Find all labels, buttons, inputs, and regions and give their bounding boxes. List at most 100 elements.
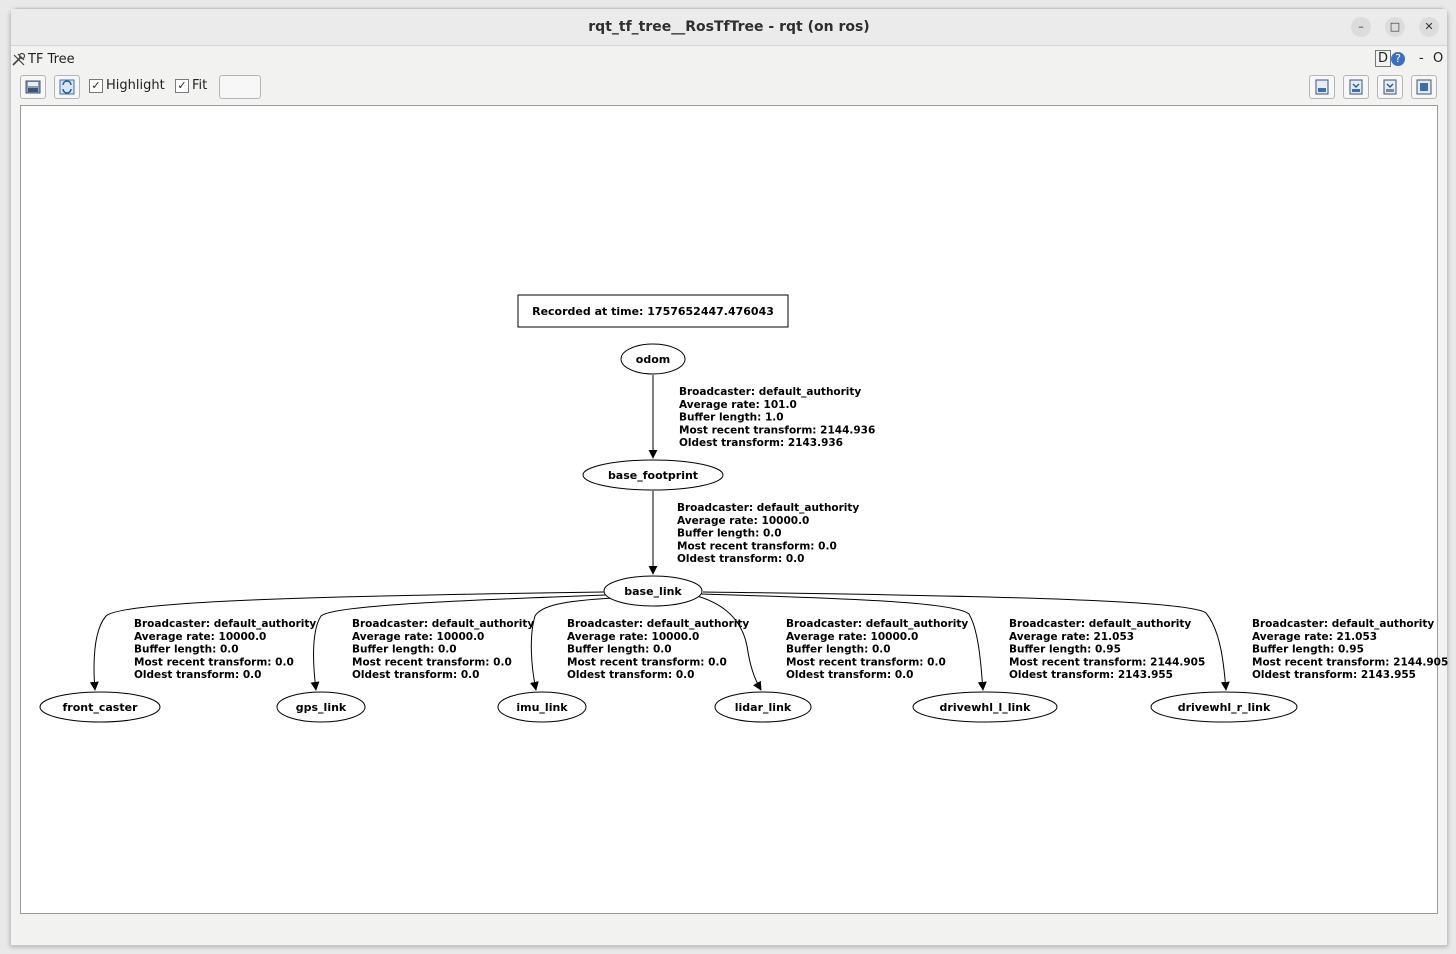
- node-lidar-link[interactable]: lidar_link: [714, 691, 812, 723]
- refresh-button[interactable]: [54, 75, 80, 99]
- edge-label-line: Oldest transform: 2143.955: [1252, 669, 1416, 681]
- app-window: rqt_tf_tree__RosTfTree - rqt (on ros) – …: [10, 8, 1448, 946]
- edge-label-line: Oldest transform: 0.0: [786, 669, 913, 681]
- edge-label-base-footprint-base-link: Broadcaster: default_authority Average r…: [677, 502, 863, 565]
- plugin-close-button[interactable]: O: [1433, 51, 1444, 66]
- save-to-file-icon: [25, 80, 41, 94]
- edge-label-base-link-front-caster: Broadcaster: default_authority Average r…: [134, 618, 320, 681]
- highlight-checkbox[interactable]: ✓: [89, 79, 103, 93]
- edge-label-line: Oldest transform: 0.0: [567, 669, 694, 681]
- node-odom[interactable]: odom: [620, 343, 686, 375]
- refresh-icon: [59, 79, 75, 95]
- window-title: rqt_tf_tree__RosTfTree - rqt (on ros): [588, 19, 870, 35]
- edge-label-line: Most recent transform: 2144.936: [679, 424, 875, 436]
- edge-label-line: Buffer length: 0.0: [677, 528, 782, 540]
- node-base-footprint[interactable]: base_footprint: [582, 459, 724, 491]
- edge-base-link-gps-link: [310, 594, 607, 691]
- edge-label-line: Broadcaster: default_authority: [567, 618, 749, 630]
- save-dot-button[interactable]: [1343, 75, 1369, 99]
- save-svg-button[interactable]: [1377, 75, 1403, 99]
- edge-label-base-link-gps-link: Broadcaster: default_authority Average r…: [352, 618, 538, 681]
- load-dot-icon: [1315, 79, 1329, 95]
- fit-checkbox[interactable]: ✓: [175, 79, 189, 93]
- close-button[interactable]: ✕: [1419, 17, 1439, 37]
- edge-label-line: Average rate: 21.053: [1009, 631, 1134, 643]
- edge-label-line: Oldest transform: 0.0: [352, 669, 479, 681]
- save-image-button[interactable]: [1411, 75, 1437, 99]
- edge-label-base-link-drivewhl-l-link: Broadcaster: default_authority Average r…: [1009, 618, 1209, 681]
- node-label-odom: odom: [636, 353, 670, 366]
- edge-label-line: Most recent transform: 2144.905: [1009, 656, 1205, 668]
- title-bar: rqt_tf_tree__RosTfTree - rqt (on ros) – …: [11, 9, 1447, 46]
- node-imu-link[interactable]: imu_link: [497, 691, 587, 723]
- edge-label-line: Average rate: 10000.0: [677, 515, 809, 527]
- plugin-d-button[interactable]: D: [1375, 50, 1392, 67]
- tf-tree-graph[interactable]: Recorded at time: 1757652447.476043 Broa…: [21, 106, 1448, 913]
- edge-label-line: Buffer length: 0.95: [1252, 644, 1364, 656]
- node-label-gps-link: gps_link: [296, 701, 347, 714]
- node-label-drivewhl-l-link: drivewhl_l_link: [940, 701, 1032, 714]
- node-front-caster[interactable]: front_caster: [39, 691, 161, 723]
- plugin-dash-button[interactable]: -: [1419, 51, 1424, 66]
- edge-label-line: Most recent transform: 0.0: [567, 656, 727, 668]
- edge-label-line: Buffer length: 0.0: [134, 644, 239, 656]
- edge-label-line: Broadcaster: default_authority: [786, 618, 968, 630]
- graph-canvas[interactable]: Recorded at time: 1757652447.476043 Broa…: [20, 105, 1448, 914]
- graph-nodes[interactable]: odom base_footprint base_link front_cast…: [39, 343, 1298, 723]
- edge-label-line: Oldest transform: 0.0: [677, 553, 804, 565]
- filter-input[interactable]: [219, 75, 261, 99]
- plugin-header: TF Tree D? - O: [11, 50, 1447, 69]
- edge-label-base-link-lidar-link: Broadcaster: default_authority Average r…: [786, 618, 972, 681]
- edge-label-line: Broadcaster: default_authority: [352, 618, 534, 630]
- node-label-imu-link: imu_link: [516, 701, 568, 714]
- edge-label-base-link-imu-link: Broadcaster: default_authority Average r…: [567, 618, 753, 681]
- edge-label-line: Buffer length: 0.0: [567, 644, 672, 656]
- edge-label-line: Most recent transform: 0.0: [134, 656, 294, 668]
- edge-label-line: Buffer length: 1.0: [679, 412, 784, 424]
- edge-label-line: Broadcaster: default_authority: [677, 502, 859, 514]
- edge-base-link-drivewhl-l-link: [700, 593, 987, 691]
- edge-label-line: Average rate: 10000.0: [786, 631, 918, 643]
- node-drivewhl-r-link[interactable]: drivewhl_r_link: [1150, 691, 1298, 723]
- maximize-button[interactable]: □: [1385, 17, 1405, 37]
- toolbar: ✓ Highlight ✓ Fit: [11, 73, 1447, 101]
- save-dot-icon: [1349, 79, 1363, 95]
- load-dot-button[interactable]: [1309, 75, 1335, 99]
- save-image-icon: [1416, 79, 1432, 95]
- edge-label-line: Average rate: 10000.0: [352, 631, 484, 643]
- help-icon[interactable]: ?: [1391, 52, 1406, 66]
- node-label-lidar-link: lidar_link: [735, 701, 792, 714]
- edge-label-line: Oldest transform: 0.0: [134, 669, 261, 681]
- node-drivewhl-l-link[interactable]: drivewhl_l_link: [912, 691, 1058, 723]
- edge-base-link-front-caster: [89, 591, 605, 691]
- save-svg-icon: [1383, 79, 1397, 95]
- edge-label-line: Broadcaster: default_authority: [679, 386, 861, 398]
- edge-label-line: Buffer length: 0.0: [786, 644, 891, 656]
- recorded-time-label: Recorded at time: 1757652447.476043: [532, 305, 774, 318]
- edge-labels: Broadcaster: default_authority Average r…: [134, 386, 1452, 681]
- recorded-time-box: [517, 294, 789, 328]
- plugin-title: TF Tree: [28, 52, 75, 67]
- edge-label-line: Broadcaster: default_authority: [1252, 618, 1434, 630]
- edge-label-line: Most recent transform: 0.0: [352, 656, 512, 668]
- edge-label-base-link-drivewhl-r-link: Broadcaster: default_authority Average r…: [1252, 618, 1452, 681]
- edge-label-line: Most recent transform: 2144.905: [1252, 656, 1448, 668]
- fit-label: Fit: [192, 78, 208, 93]
- tools-icon: [12, 52, 26, 66]
- edge-label-line: Average rate: 10000.0: [134, 631, 266, 643]
- save-to-file-button[interactable]: [20, 75, 46, 99]
- highlight-label: Highlight: [106, 78, 165, 93]
- edge-label-line: Most recent transform: 0.0: [786, 656, 946, 668]
- edge-label-line: Buffer length: 0.95: [1009, 644, 1121, 656]
- node-base-link[interactable]: base_link: [603, 575, 703, 607]
- node-gps-link[interactable]: gps_link: [276, 691, 366, 723]
- node-label-front-caster: front_caster: [63, 701, 139, 714]
- plugin-help-buttons: D?: [1375, 50, 1406, 67]
- edge-label-line: Oldest transform: 2143.955: [1009, 669, 1173, 681]
- minimize-button[interactable]: –: [1351, 17, 1371, 37]
- edge-label-line: Average rate: 101.0: [679, 399, 797, 411]
- edge-base-link-lidar-link: [696, 595, 762, 691]
- node-label-drivewhl-r-link: drivewhl_r_link: [1178, 701, 1271, 714]
- edge-label-line: Average rate: 10000.0: [567, 631, 699, 643]
- edge-base-link-imu-link: [529, 597, 614, 691]
